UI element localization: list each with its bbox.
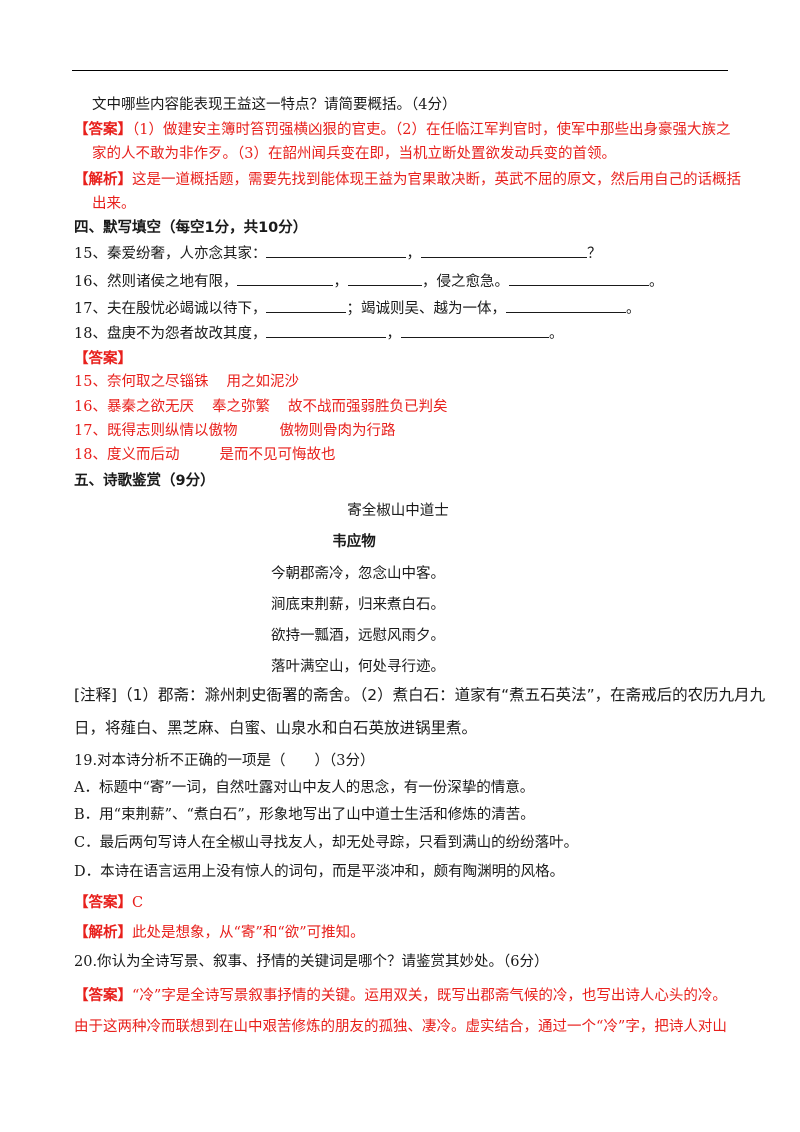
fill-blank[interactable] xyxy=(508,271,649,286)
fill-blank[interactable] xyxy=(420,243,587,258)
section-heading-4: 四、默写填空（每空1分，共10分） xyxy=(74,220,308,236)
question-18: 18、盘庚不为怨者故改其度，，。 xyxy=(74,323,563,345)
header-rule xyxy=(72,70,728,71)
poem-line-1: 今朝郡斋冷，忽念山中客。 xyxy=(271,566,445,582)
question-text: 文中哪些内容能表现王益这一特点？请简要概括。（4分） xyxy=(92,97,457,113)
fill-blank[interactable] xyxy=(266,323,387,338)
poem-line-4: 落叶满空山，何处寻行迹。 xyxy=(271,659,445,675)
fill-blank[interactable] xyxy=(266,298,347,313)
answer-17: 17、既得志则纵情以傲物傲物则骨肉为行路 xyxy=(74,423,396,439)
fill-blank[interactable] xyxy=(237,271,334,286)
question-17: 17、夫在殷忧必竭诚以待下，；竭诚则吴、越为一体，。 xyxy=(74,298,640,320)
answer-20-cont: 由于这两种冷而联想到在山中艰苦修炼的朋友的孤独、凄冷。虚实结合，通过一个“冷”字… xyxy=(74,1019,727,1035)
question-16: 16、然则诸侯之地有限，，，侵之愈急。。 xyxy=(74,271,663,293)
fill-blank[interactable] xyxy=(266,243,407,258)
poem-line-2: 涧底束荆薪，归来煮白石。 xyxy=(271,597,445,613)
poem-author: 韦应物 xyxy=(332,534,376,550)
fill-blank[interactable] xyxy=(400,323,549,338)
answer-18: 18、度义而后动是而不见可悔故也 xyxy=(74,447,336,463)
option-b: B．用“束荆薪”、“煮白石”，形象地写出了山中道士生活和修炼的清苦。 xyxy=(74,807,535,823)
poem-notes: [注释]（1）郡斋：滁州刺史衙署的斋舍。（2）煮白石：道家有“煮五石英法”，在斋… xyxy=(74,686,766,737)
poem-title: 寄全椒山中道士 xyxy=(347,503,449,519)
answer-line: 【答案】（1）做建安主簿时笞罚强横凶狠的官吏。（2）在任临江军判官时，使军中那些… xyxy=(74,121,731,138)
question-19: 19.对本诗分析不正确的一项是（ ）（3分） xyxy=(74,753,375,769)
explanation-line-cont: 出来。 xyxy=(92,196,136,212)
option-a: A．标题中“寄”一词，自然吐露对山中友人的思念，有一份深挚的情意。 xyxy=(74,780,535,796)
answer-19: 【答案】C xyxy=(74,894,144,911)
poem-line-3: 欲持一瓢酒，远慰风雨夕。 xyxy=(271,628,445,644)
option-d: D．本诗在语言运用上没有惊人的词句，而是平淡冲和，颇有陶渊明的风格。 xyxy=(74,864,565,880)
answer-line-cont: 家的人不敢为非作歹。（3）在韶州闻兵变在即，当机立断处置欲发动兵变的首领。 xyxy=(92,146,616,162)
fill-blank[interactable] xyxy=(505,298,626,313)
section-heading-5: 五、诗歌鉴赏（9分） xyxy=(74,473,215,489)
fill-blank[interactable] xyxy=(347,271,422,286)
question-15: 15、秦爱纷奢，人亦念其家：，？ xyxy=(74,243,601,265)
explanation-19: 【解析】此处是想象，从“寄”和“欲”可推知。 xyxy=(74,924,365,941)
explanation-line: 【解析】这是一道概括题，需要先找到能体现王益为官果敢决断，英武不屈的原文，然后用… xyxy=(74,171,741,188)
option-c: C．最后两句写诗人在全椒山寻找友人，却无处寻踪，只看到满山的纷纷落叶。 xyxy=(74,835,579,851)
answer-16: 16、暴秦之欲无厌奉之弥繁故不战而强弱胜负已判矣 xyxy=(74,399,448,415)
answer-15: 15、奈何取之尽锱铢用之如泥沙 xyxy=(74,374,299,390)
answer-20: 【答案】“冷”字是全诗写景叙事抒情的关键。运用双关，既写出郡斋气候的冷，也写出诗… xyxy=(74,987,727,1004)
answer-label: 【答案】 xyxy=(74,350,132,367)
question-20: 20.你认为全诗写景、叙事、抒情的关键词是哪个？请鉴赏其妙处。（6分） xyxy=(74,954,549,970)
